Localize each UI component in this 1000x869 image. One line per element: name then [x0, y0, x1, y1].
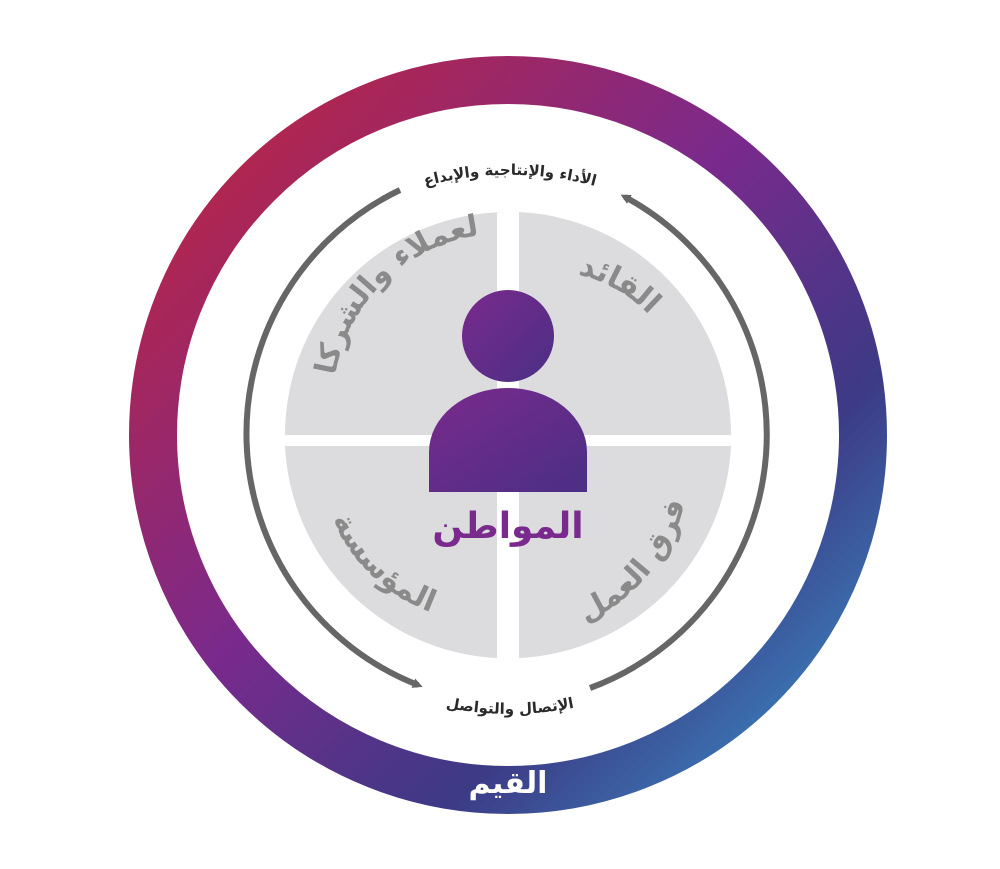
values-ring: [129, 56, 887, 814]
quadrant-bottom-left: [285, 446, 497, 658]
person-body-icon: [429, 388, 587, 492]
person-head-icon: [462, 290, 554, 382]
bottom-flow-label: الإتصال والتواصل: [445, 694, 575, 718]
center-label: المواطن: [432, 506, 583, 547]
quadrant-top-right: [519, 212, 732, 435]
quadrant-bottom-right: [519, 446, 731, 658]
outer-ring-label: القيم: [469, 766, 548, 801]
quadrant-top-left: [285, 212, 508, 435]
top-flow-label: الأداء والإنتاجية والإبداع: [422, 161, 599, 190]
flow-arrow-left: [243, 187, 423, 688]
flow-arrow-right: [588, 194, 770, 691]
